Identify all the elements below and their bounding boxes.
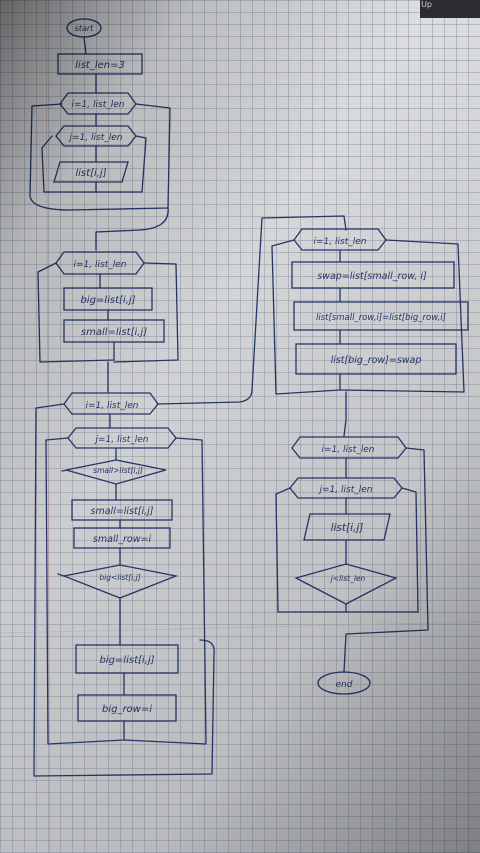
swap3-label: list[big_row]=swap [331, 355, 422, 366]
cond-small-label: small>list[i,j] [93, 466, 143, 475]
swap1-node: swap=list[small_row, i] [291, 261, 455, 289]
photo-background-corner [420, 0, 480, 18]
print-cell-node: list[i,j] [303, 513, 391, 541]
loop2-node: i=1, list_len [55, 251, 145, 275]
assign-big-node: big=list[i,j] [63, 287, 153, 311]
loop4-label: i=1, list_len [314, 237, 367, 247]
cond-end-label: j<list_len [330, 574, 366, 583]
loop3-inner-node: j=1, list_len [67, 427, 177, 449]
loop2-label: i=1, list_len [74, 260, 127, 270]
set-small-row-node: small_row=i [73, 527, 171, 549]
set-big-row-label: big_row=i [102, 704, 152, 715]
cond-small-node: small>list[i,j] [65, 459, 167, 485]
swap2-label: list[small_row,i]=list[big_row,i] [316, 313, 446, 323]
loop3-outer-node: i=1, list_len [63, 392, 159, 415]
start-label: start [75, 24, 94, 33]
loop5-outer-node: i=1, list_len [291, 436, 407, 459]
assign-small-label: small=list[i,j] [81, 327, 147, 338]
start-node: start [66, 18, 102, 38]
set-small-label: small=list[i,j] [91, 506, 154, 517]
init-label: list_len=3 [75, 60, 125, 71]
swap3-node: list[big_row]=swap [295, 343, 457, 375]
cond-end-node: j<list_len [294, 563, 398, 605]
cond-big-node: big<list[i,j] [61, 564, 179, 599]
end-node: end [317, 671, 371, 695]
set-big-row-node: big_row=i [77, 694, 177, 722]
cond-big-label: big<list[i,j] [99, 573, 140, 582]
read-cell-label: list[i,j] [75, 168, 106, 179]
loop3-outer-label: i=1, list_len [86, 401, 139, 411]
end-label: end [336, 680, 353, 690]
loop1-inner-node: j=1, list_len [55, 125, 137, 147]
loop5-outer-label: i=1, list_len [322, 445, 375, 455]
set-big-label: big=list[i,j] [99, 655, 154, 666]
loop1-outer-node: i=1, list_len [59, 92, 137, 115]
set-small-row-label: small_row=i [93, 534, 152, 545]
corner-label: Up [421, 0, 432, 9]
swap2-node: list[small_row,i]=list[big_row,i] [293, 301, 469, 331]
loop3-inner-label: j=1, list_len [94, 435, 149, 445]
loop5-inner-label: j=1, list_len [318, 485, 373, 495]
loop5-inner-node: j=1, list_len [289, 477, 403, 499]
set-big-node: big=list[i,j] [75, 644, 179, 674]
swap1-label: swap=list[small_row, i] [317, 271, 427, 282]
loop4-node: i=1, list_len [293, 228, 387, 251]
assign-big-label: big=list[i,j] [80, 295, 135, 306]
assign-small-node: small=list[i,j] [63, 319, 165, 343]
loop1-outer-label: i=1, list_len [72, 100, 125, 110]
loop1-inner-label: j=1, list_len [68, 133, 123, 143]
read-cell-node: list[i,j] [53, 161, 129, 183]
init-node: list_len=3 [57, 53, 143, 75]
print-cell-label: list[i,j] [331, 522, 364, 534]
set-small-node: small=list[i,j] [71, 499, 173, 521]
